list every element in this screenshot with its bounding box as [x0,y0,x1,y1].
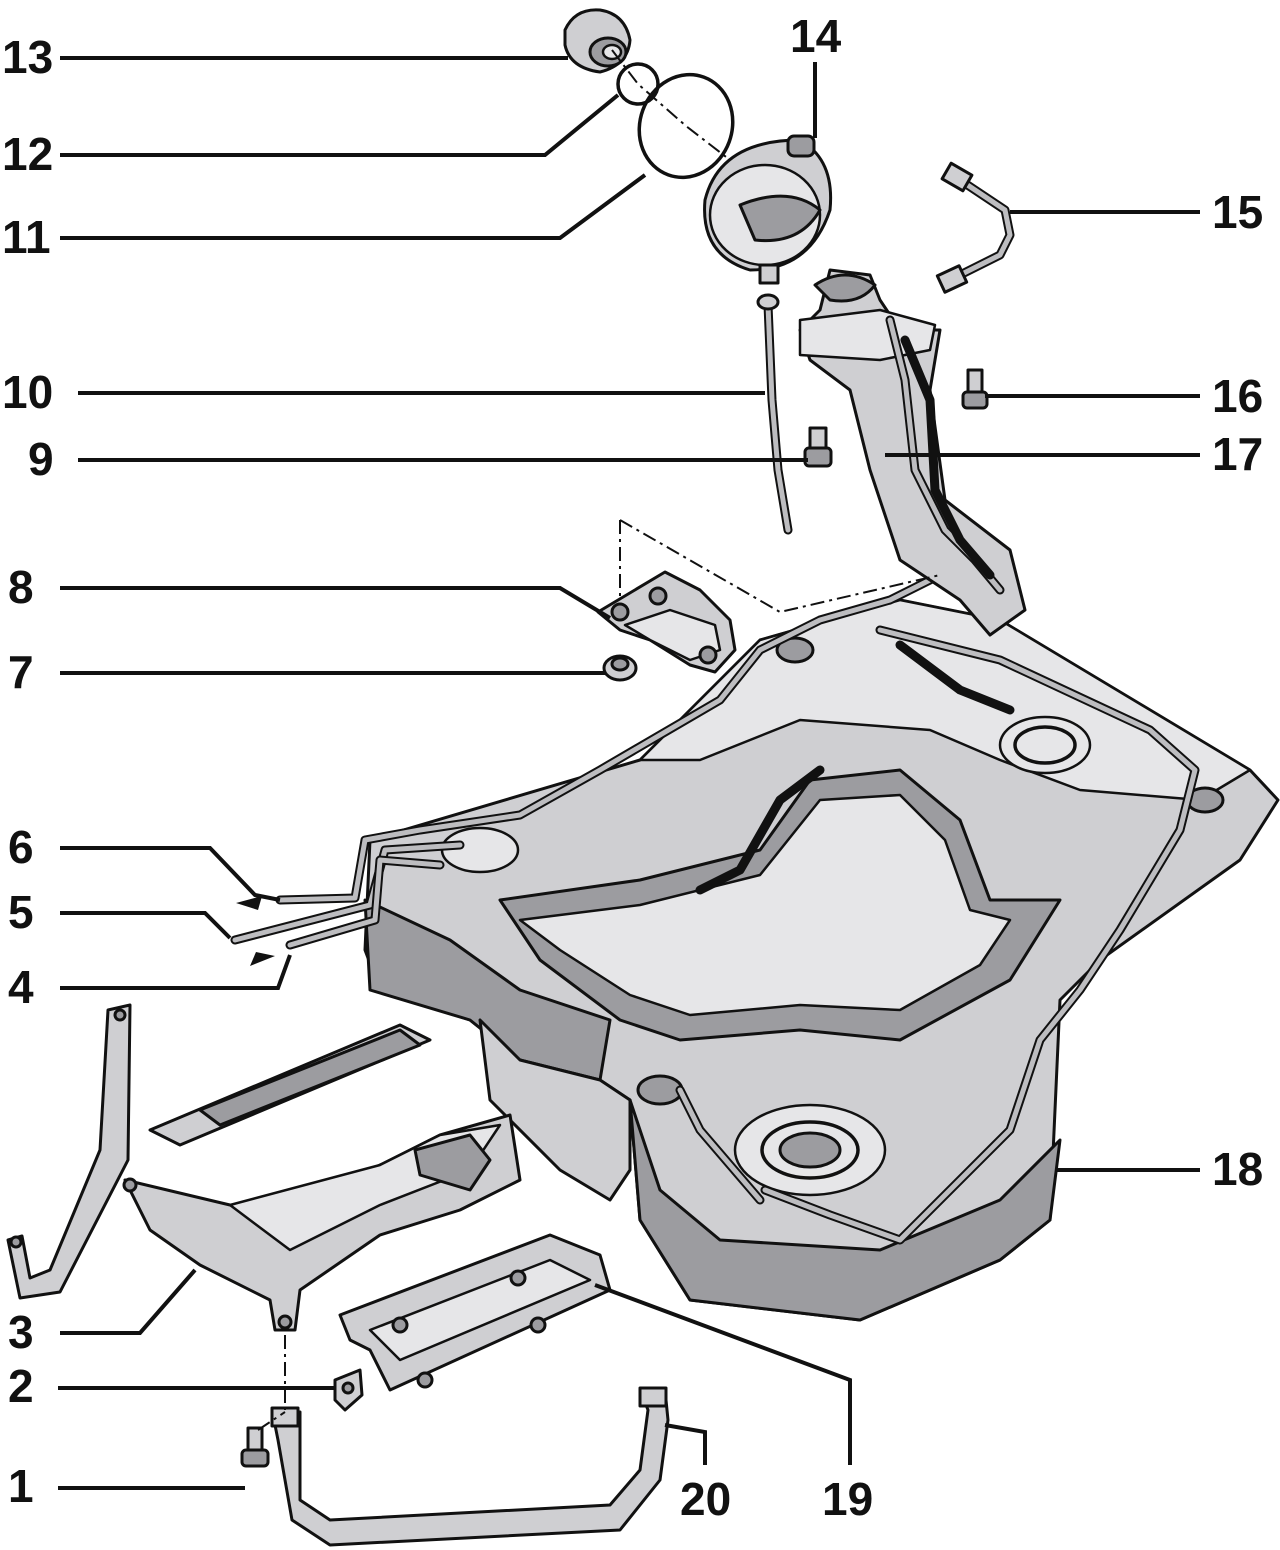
leader-lines [58,56,1200,1490]
callout-14: 14 [790,10,842,62]
filler-neck-seal-large [637,72,735,180]
callout-7: 7 [8,646,34,698]
heat-shield-front [122,1113,522,1332]
cap-seal-small [616,62,660,106]
fuel-cap [563,8,632,74]
clip [333,1368,364,1412]
callout-15: 15 [1212,186,1263,238]
filler-neck [798,268,1027,637]
mounting-bracket [596,570,737,674]
callout-1: 1 [8,1460,34,1512]
callout-9: 9 [28,433,54,485]
callout-3: 3 [8,1306,34,1358]
ground-cable [935,161,1015,294]
flow-arrow-6 [236,896,262,910]
tank-strap-left [6,1003,132,1300]
callout-20: 20 [680,1473,731,1525]
tank-strap-lower [270,1386,670,1547]
breather-tube [756,293,793,535]
callout-16: 16 [1212,370,1263,422]
callout-10: 10 [2,366,53,418]
callout-12: 12 [2,128,53,180]
callout-11: 11 [2,211,51,263]
heat-shield-upper-strip [148,1023,432,1147]
bolt-16 [961,368,989,410]
callout-4: 4 [8,961,34,1013]
bolt-1 [240,1426,270,1468]
callout-8: 8 [8,561,34,613]
fuel-lines [230,535,1200,1245]
flow-arrow-4 [250,952,275,966]
callout-19: 19 [822,1473,873,1525]
callout-labels: 1 2 3 4 5 6 7 8 9 10 11 12 13 14 15 16 1… [2,10,1263,1525]
bolt-9 [803,426,833,468]
callout-5: 5 [8,886,34,938]
callout-13: 13 [2,31,53,83]
callout-18: 18 [1212,1143,1263,1195]
nut [602,654,638,682]
callout-6: 6 [8,821,34,873]
filler-cap-housing [703,134,833,285]
heat-shield-rear [338,1233,612,1392]
callout-2: 2 [8,1360,34,1412]
callout-17: 17 [1212,428,1263,480]
fuel-tank [363,598,1280,1322]
